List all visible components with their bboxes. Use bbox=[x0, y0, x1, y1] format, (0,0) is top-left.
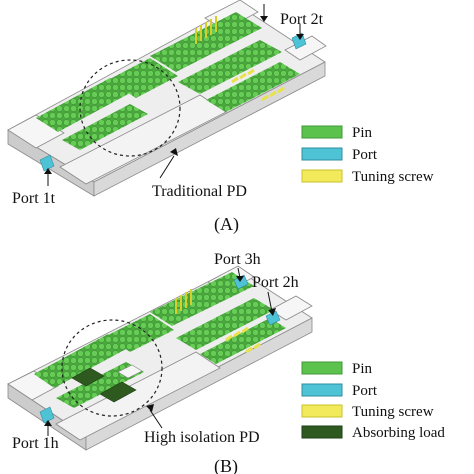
panel-b-legend-label-screw: Tuning screw bbox=[352, 404, 434, 420]
panel-b-port-2h-label: Port 2h bbox=[252, 274, 299, 291]
panel-a-legend-label-screw: Tuning screw bbox=[352, 169, 434, 185]
panel-b-device-arrow bbox=[149, 409, 163, 429]
panel-a-tuning-screws-upper bbox=[195, 16, 217, 44]
panel-a-port-1t-arrowhead bbox=[44, 168, 52, 174]
panel-b-pins-branch-lower bbox=[200, 318, 286, 364]
panel-a-legend-swatch-pin bbox=[301, 125, 343, 139]
panel-a-pins-trunk-upper bbox=[36, 78, 132, 132]
panel-b-device-arrowhead bbox=[146, 404, 154, 412]
panel-b-wall-right bbox=[269, 295, 313, 321]
panel-b-legend-swatch-pin bbox=[301, 361, 343, 375]
panel-a-legend-label-pin: Pin bbox=[352, 125, 373, 141]
panel-a-pins-trunk-lower bbox=[62, 104, 148, 150]
panel-a-pins-branch-lower bbox=[206, 62, 300, 112]
panel-b-legend-swatch-port bbox=[301, 383, 343, 397]
panel-b: Port 3h Port 2h Port 1h High isolation P… bbox=[7, 251, 445, 474]
panel-a-port-1t bbox=[39, 154, 55, 172]
panel-b-absorbing-load-left bbox=[71, 367, 105, 387]
panel-a-port-1t-label: Port 1t bbox=[12, 190, 56, 207]
panel-b-legend-label-port: Port bbox=[352, 383, 378, 399]
panel-b-legend: Pin Port Tuning screw Absorbing load bbox=[301, 361, 445, 441]
panel-a-device-arrowhead bbox=[170, 148, 178, 156]
panel-a-device-label: Traditional PD bbox=[152, 183, 247, 200]
panel-b-base-front bbox=[85, 317, 313, 451]
panel-a-legend-label-port: Port bbox=[352, 147, 378, 163]
panel-b-port-3h-arrowhead bbox=[236, 276, 244, 282]
panel-a-legend: Pin Port Tuning screw bbox=[301, 125, 434, 185]
panel-a-tuning-screws-middle bbox=[231, 68, 255, 84]
panel-a-legend-swatch-screw bbox=[301, 169, 343, 183]
panel-b-port-2h-arrow bbox=[267, 291, 273, 313]
panel-a: Port 2t Port 1t Traditional PD (A) Pin P… bbox=[7, 0, 434, 235]
panel-b-pins-branch-middle bbox=[176, 298, 274, 350]
panel-a-pins-junction bbox=[108, 58, 178, 98]
panel-b-tuning-screws-lower bbox=[245, 342, 261, 354]
panel-b-port-1h-label: Port 1h bbox=[12, 435, 59, 452]
panel-a-pins-branch-upper bbox=[150, 12, 262, 72]
panel-b-wall-front bbox=[55, 351, 221, 441]
panel-b-port-1h bbox=[39, 406, 55, 424]
panel-b-legend-label-pin: Pin bbox=[352, 361, 373, 377]
panel-b-pins-junction bbox=[106, 314, 174, 352]
panel-b-pins-trunk-upper bbox=[34, 334, 128, 388]
panel-a-legend-swatch-port bbox=[301, 147, 343, 161]
panel-a-tuning-screws-lower bbox=[261, 86, 285, 102]
panel-a-port-2t-label: Port 2t bbox=[280, 11, 324, 28]
panel-b-isolation-block bbox=[117, 364, 143, 379]
panel-b-highlight-circle bbox=[61, 319, 163, 417]
panel-b-port-3h-label: Port 3h bbox=[214, 251, 261, 268]
panel-a-port-2t-arrowhead-2 bbox=[296, 34, 304, 40]
panel-b-absorbing-load-right bbox=[99, 381, 137, 403]
panel-b-legend-label-absorber: Absorbing load bbox=[352, 425, 445, 441]
panel-a-device-arrow bbox=[159, 155, 175, 179]
panel-a-port-2t-arrowhead bbox=[260, 16, 268, 22]
panel-a-caption: (A) bbox=[214, 214, 239, 235]
panel-b-device-label: High isolation PD bbox=[144, 429, 260, 446]
panel-b-legend-swatch-absorber bbox=[301, 425, 343, 439]
panel-b-caption: (B) bbox=[214, 456, 238, 474]
panel-a-highlight-circle bbox=[79, 59, 181, 157]
panel-a-wall-left bbox=[7, 114, 65, 149]
panel-a-pins-branch-middle bbox=[178, 40, 282, 94]
panel-b-tuning-screws-upper bbox=[175, 289, 192, 314]
panel-b-tuning-screws-middle bbox=[225, 326, 249, 342]
panel-b-port-1h-arrowhead bbox=[44, 420, 52, 426]
panel-b-port-2h-arrowhead bbox=[268, 308, 276, 316]
panel-b-legend-swatch-screw bbox=[301, 404, 343, 418]
